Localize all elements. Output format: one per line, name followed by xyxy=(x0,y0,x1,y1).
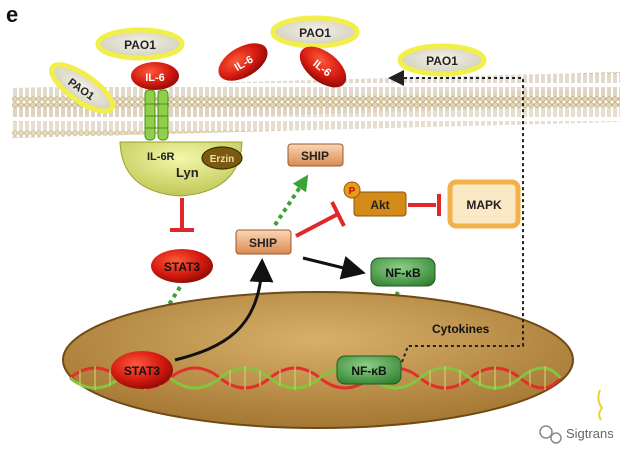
watermark: Sigtrans xyxy=(539,425,614,444)
svg-text:SHIP: SHIP xyxy=(249,236,277,250)
il6r-label: IL-6R xyxy=(147,151,175,163)
lyn-label: Lyn xyxy=(176,165,199,180)
ship-membrane: SHIP xyxy=(287,143,344,167)
stat3-cytoplasmic: STAT3 xyxy=(151,249,213,283)
akt-protein: Akt xyxy=(353,191,407,217)
il6-receptor xyxy=(144,89,169,141)
ship-to-nfkb-arrow xyxy=(302,256,366,280)
svg-text:NF-κB: NF-κB xyxy=(385,266,421,280)
decorative-squiggle xyxy=(597,389,604,421)
il6-ligand: IL-6 xyxy=(299,46,347,88)
svg-text:IL-6: IL-6 xyxy=(145,72,165,84)
il6-ligand: IL-6 xyxy=(131,62,179,90)
svg-text:STAT3: STAT3 xyxy=(124,364,161,378)
pao1-bacterium: PAO1 xyxy=(397,43,487,77)
svg-text:SHIP: SHIP xyxy=(301,149,329,163)
svg-text:P: P xyxy=(349,186,356,197)
mapk-protein: MAPK xyxy=(447,179,521,229)
il6-ligand: IL-6 xyxy=(218,43,268,81)
ship-cytoplasmic: SHIP xyxy=(235,229,292,255)
pao1-bacterium: PAO1 xyxy=(95,27,185,61)
inhibition-ship-akt xyxy=(295,201,346,238)
nfkb-nuclear: NF-κB xyxy=(336,355,402,385)
pao1-bacterium: PAO1 xyxy=(49,62,115,114)
pao1-bacterium: PAO1 xyxy=(270,15,360,49)
panel-letter: e xyxy=(6,2,18,27)
svg-text:NF-κB: NF-κB xyxy=(351,364,387,378)
inhibition-lyn-stat3 xyxy=(170,198,194,232)
svg-text:PAO1: PAO1 xyxy=(299,26,331,40)
cytokines-output-line xyxy=(388,70,524,363)
svg-text:PAO1: PAO1 xyxy=(426,54,458,68)
watermark-text: Sigtrans xyxy=(566,426,614,441)
stat3-to-ship-arrow xyxy=(174,258,274,362)
svg-text:Akt: Akt xyxy=(370,198,389,212)
svg-text:STAT3: STAT3 xyxy=(164,260,201,274)
cytokines-label: Cytokines xyxy=(432,322,490,336)
svg-text:MAPK: MAPK xyxy=(466,198,502,212)
svg-text:Erzin: Erzin xyxy=(210,154,234,165)
inhibition-akt-mapk xyxy=(408,194,441,216)
nucleus xyxy=(62,291,574,429)
erzin-protein: Erzin xyxy=(201,146,243,170)
phosphate-icon: P xyxy=(343,181,361,199)
stat3-nuclear: STAT3 xyxy=(111,351,173,389)
ship-translocation-arrow xyxy=(273,174,309,227)
svg-text:PAO1: PAO1 xyxy=(124,38,156,52)
nfkb-cytoplasmic: NF-κB xyxy=(370,257,436,287)
